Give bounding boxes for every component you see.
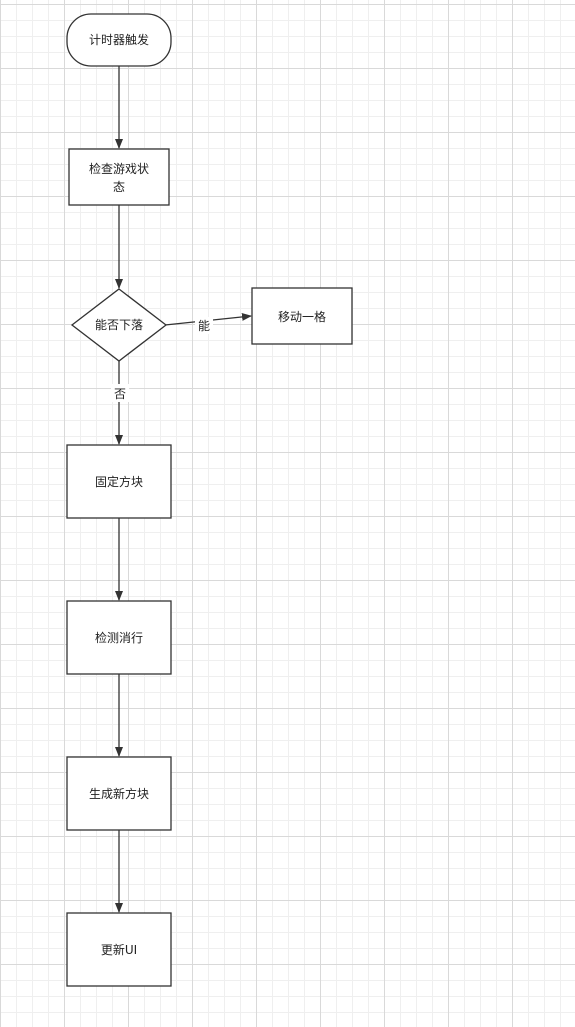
node-detect-clear[interactable]: 检测消行 [66, 600, 172, 675]
node-move-one-label: 移动一格 [278, 309, 326, 324]
node-start[interactable]: 计时器触发 [66, 13, 172, 67]
node-update-ui-label: 更新UI [101, 942, 137, 957]
node-fix-block[interactable]: 固定方块 [66, 444, 172, 519]
edge-label-bg-yes [195, 317, 213, 334]
node-update-ui[interactable]: 更新UI [66, 912, 172, 987]
edge-label-yes: 能 [198, 319, 210, 333]
node-fix-block-label: 固定方块 [95, 474, 143, 489]
edge-label-bg-no [111, 384, 129, 402]
node-can-fall-label: 能否下落 [95, 318, 143, 332]
edge-label-no: 否 [114, 387, 126, 401]
node-detect-clear-label: 检测消行 [95, 630, 143, 645]
node-check-state-line1: 检查游戏状 [89, 161, 149, 176]
node-spawn-block-label: 生成新方块 [89, 786, 149, 801]
node-start-label: 计时器触发 [89, 32, 149, 47]
node-can-fall-decision[interactable]: 能否下落 [70, 288, 168, 362]
node-check-state-line2: 态 [113, 180, 125, 194]
node-move-one[interactable]: 移动一格 [251, 287, 353, 345]
node-check-state[interactable]: 检查游戏状 态 [68, 148, 170, 206]
node-spawn-block[interactable]: 生成新方块 [66, 756, 172, 831]
